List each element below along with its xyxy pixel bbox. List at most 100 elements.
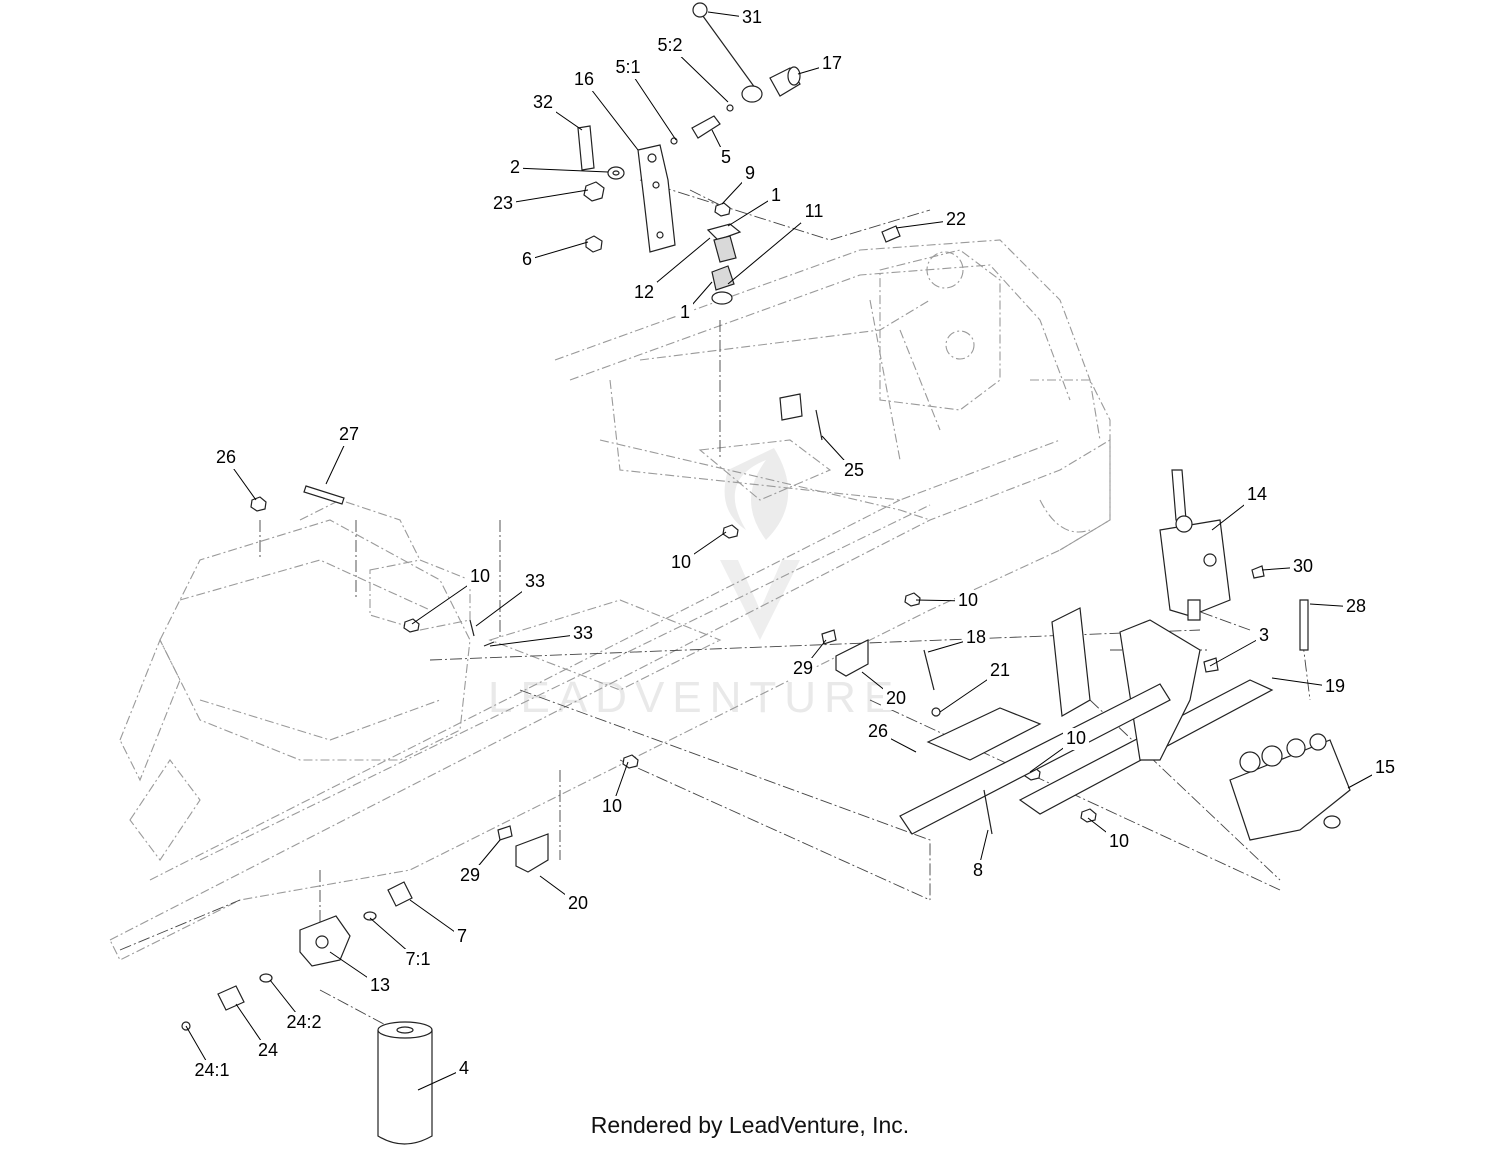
callout-label: 24 [258,1040,278,1060]
callout-33: 33 [475,571,548,627]
callout-6: 6 [519,241,589,271]
callout-label-backing [865,721,891,743]
callout-label-backing [943,209,969,231]
callout-label-backing [1290,556,1316,578]
callout-label: 21 [990,660,1010,680]
callout-label: 4 [459,1058,469,1078]
callout-label-backing [1372,757,1398,779]
callout-2: 2 [507,157,609,179]
callout-label-backing [718,147,734,169]
callout-label: 33 [573,623,593,643]
callout-label-backing [1063,728,1089,750]
callout-label-backing [739,7,765,29]
callout-label: 11 [805,201,824,221]
callout-label: 9 [745,163,755,183]
callout-label: 17 [822,53,842,73]
callout-19: 19 [1271,676,1348,698]
callout-label-backing [189,1060,235,1082]
callout-label: 28 [1346,596,1366,616]
callout-18: 18 [927,627,989,653]
callout-13: 13 [329,951,393,997]
callout-25: 25 [821,435,867,482]
callout-7: 7 [409,899,470,948]
callout-label: 7:1 [405,949,430,969]
callout-label-backing [530,92,556,114]
callout-29: 29 [457,839,501,887]
callout-label-backing [255,1040,281,1062]
callout-label: 30 [1293,556,1313,576]
callout-label: 25 [844,460,864,480]
callout-label-backing [970,860,986,882]
callout-23: 23 [490,189,589,215]
callout-24: 24 [235,1003,281,1062]
callout-26: 26 [213,447,257,501]
main-frame [109,179,1311,1031]
callout-label-backing [819,53,845,75]
callout-label: 3 [1259,625,1269,645]
callout-20: 20 [539,875,591,915]
callout-label-backing [790,658,816,680]
callout-label: 10 [671,552,691,572]
callout-10: 10 [411,566,493,625]
watermark-text: LEADVENTURE [488,673,901,722]
callout-10: 10 [1029,728,1089,773]
parts [181,2,1351,1145]
callout-16: 16 [571,69,639,151]
callout-label: 27 [339,424,359,444]
callout-label-backing [213,447,239,469]
callout-32: 32 [530,92,583,131]
callout-label-backing [522,571,548,593]
callout-9: 9 [721,163,758,205]
callout-31: 31 [707,7,765,29]
callout-label: 18 [966,627,986,647]
callout-3: 3 [1209,625,1272,667]
callout-label-backing [565,893,591,915]
callout-22: 22 [895,209,969,231]
callout-10: 10 [599,761,629,818]
callout-label-backing [336,424,362,446]
callout-label: 26 [216,447,236,467]
callout-label-backing [519,249,535,271]
callout-label: 10 [958,590,978,610]
callout-label-backing [963,627,989,649]
callout-label-backing [1106,831,1132,853]
callout-11: 11 [727,201,827,285]
callout-1: 1 [677,281,713,324]
callout-10: 10 [915,590,981,612]
callout-label: 12 [634,282,654,302]
callout-10: 10 [668,531,727,574]
bracket-16 [637,144,676,253]
callout-label: 8 [973,860,983,880]
footer-credit: Rendered by LeadVenture, Inc. [590,1112,910,1138]
callout-label-backing [677,302,693,324]
leader-line [1209,635,1265,667]
callout-10: 10 [1087,817,1132,853]
callout-label-backing [281,1012,327,1034]
callout-label: 10 [470,566,490,586]
callout-30: 30 [1261,556,1316,578]
callout-label-backing [1256,625,1272,647]
callout-label: 29 [793,658,813,678]
callout-label-backing [457,865,483,887]
callout-label-backing [742,163,758,185]
callout-14: 14 [1211,484,1270,531]
callout-27: 27 [325,424,362,485]
callout-label-backing [801,201,827,223]
leader-line [489,633,584,647]
callout-label-backing [631,282,657,304]
callout-label-backing [610,57,646,79]
callout-12: 12 [631,237,711,304]
callout-label: 7 [457,926,467,946]
callout-label: 10 [602,796,622,816]
callout-21: 21 [939,660,1013,713]
callout-label: 24:1 [194,1060,229,1080]
callout-8: 8 [970,829,989,882]
callout-7-1: 7:1 [369,917,436,971]
callout-label: 5:2 [657,35,682,55]
callout-label-backing [668,552,694,574]
callout-label: 31 [742,7,762,27]
filter-4 [377,1030,433,1145]
callout-15: 15 [1347,757,1398,789]
callout-label: 6 [522,249,532,269]
